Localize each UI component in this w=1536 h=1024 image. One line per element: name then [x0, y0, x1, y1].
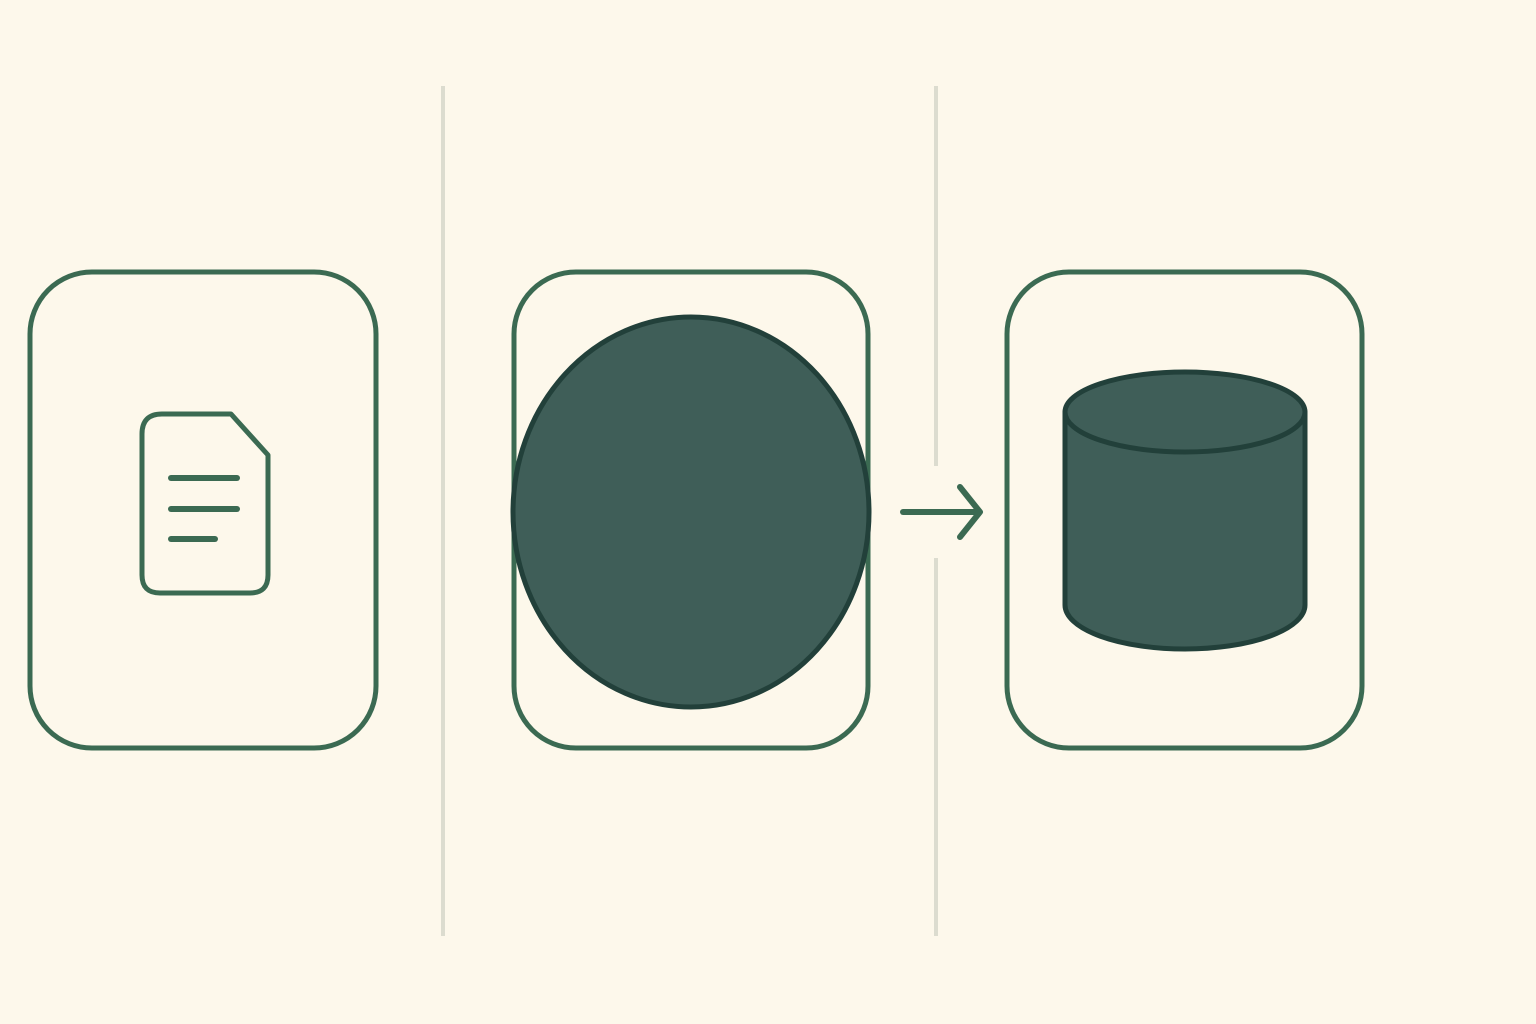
process-card	[510, 269, 872, 751]
database-icon	[1062, 369, 1308, 652]
circle-shape	[510, 314, 872, 710]
document-card	[27, 269, 379, 751]
storage-card	[1004, 269, 1365, 751]
arrow-right-icon	[900, 484, 983, 540]
document-icon	[139, 411, 271, 596]
